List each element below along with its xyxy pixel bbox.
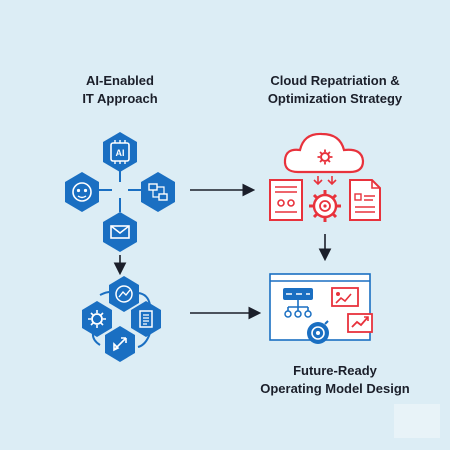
settings-gear-icon bbox=[82, 301, 112, 337]
ai-enabled-heading: AI-Enabled IT Approach bbox=[40, 72, 200, 108]
envelope-icon bbox=[103, 212, 137, 252]
server-document-icon bbox=[269, 179, 303, 221]
ai-cluster: AI bbox=[65, 132, 175, 252]
report-document-icon bbox=[349, 179, 381, 221]
cloud-repatriation-group bbox=[269, 132, 381, 222]
automation-cluster-ring bbox=[91, 290, 151, 348]
face-recognition-icon bbox=[65, 172, 99, 212]
ai-chip-label: AI bbox=[116, 148, 125, 158]
ai-heading-line1: AI-Enabled bbox=[86, 73, 154, 88]
cloud-icon bbox=[283, 132, 365, 174]
corner-panel bbox=[394, 404, 440, 438]
dashboard-chart-icon bbox=[331, 287, 359, 307]
ai-cluster-connector bbox=[98, 168, 142, 212]
future-ready-heading: Future-Ready Operating Model Design bbox=[240, 362, 430, 398]
cloud-repatriation-heading: Cloud Repatriation & Optimization Strate… bbox=[245, 72, 425, 108]
optimization-gear-icon bbox=[309, 190, 341, 222]
launch-rocket-icon bbox=[105, 326, 135, 362]
workflow-icon bbox=[141, 172, 175, 212]
future-heading-line1: Future-Ready bbox=[293, 363, 377, 378]
cloud-gear-icon bbox=[317, 149, 333, 165]
future-heading-line2: Operating Model Design bbox=[260, 381, 410, 396]
future-ready-group bbox=[269, 273, 373, 344]
analytics-icon bbox=[109, 276, 139, 312]
growth-chart-icon bbox=[347, 313, 373, 333]
download-arrows-icon bbox=[313, 176, 337, 186]
target-hub-icon bbox=[307, 320, 329, 344]
cloud-heading-line1: Cloud Repatriation & bbox=[270, 73, 400, 88]
ai-heading-line2: IT Approach bbox=[82, 91, 158, 106]
ai-chip-icon: AI bbox=[103, 132, 137, 172]
automation-cluster bbox=[82, 276, 161, 362]
org-chart-icon bbox=[283, 288, 313, 318]
document-icon bbox=[131, 301, 161, 337]
cloud-heading-line2: Optimization Strategy bbox=[267, 91, 403, 106]
